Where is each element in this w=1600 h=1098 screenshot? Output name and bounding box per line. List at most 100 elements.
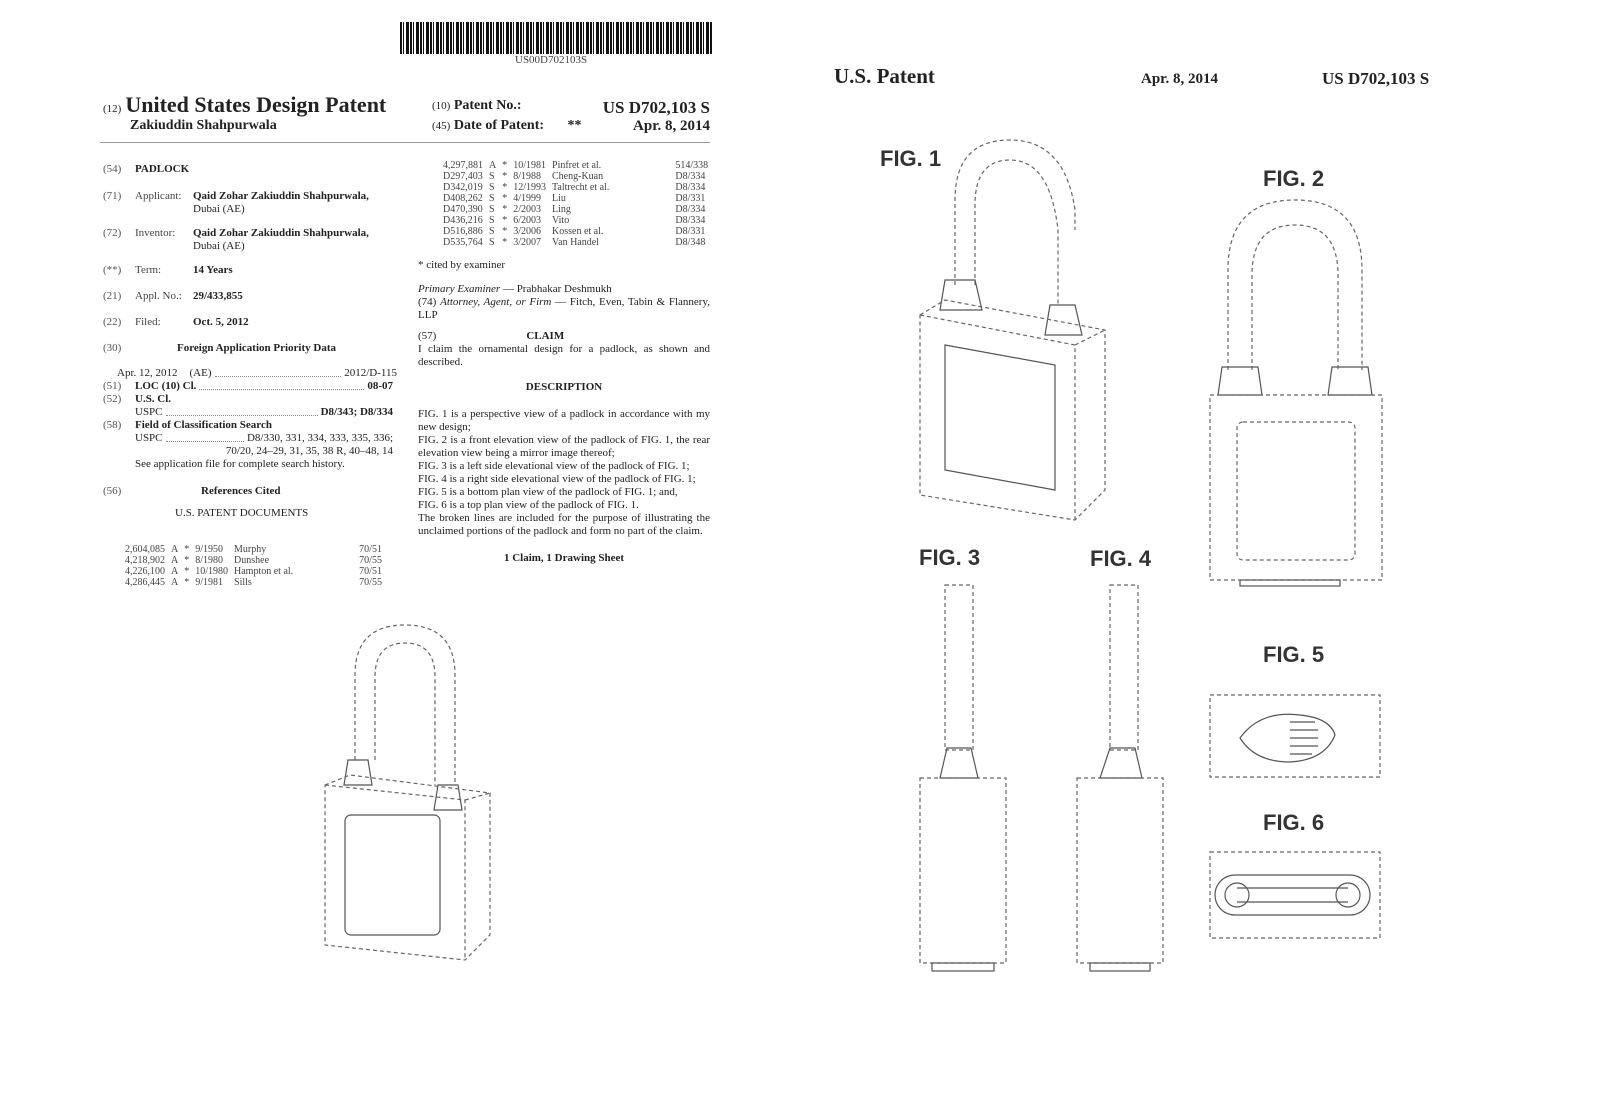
claims-sheet-count: 1 Claim, 1 Drawing Sheet [503, 552, 625, 564]
fig-6-top [1209, 851, 1381, 939]
reference-cell: D8/334 [675, 171, 706, 182]
reference-cell: * [502, 160, 508, 171]
reference-cell: Liu [552, 193, 566, 204]
inid-code: (45) [432, 120, 451, 132]
filed-date: Oct. 5, 2012 [193, 316, 249, 328]
reference-cell: D470,390 [443, 204, 483, 215]
reference-cell: 2,604,085 [125, 544, 165, 555]
reference-cell: 70/51 [359, 566, 382, 577]
barcode [400, 22, 712, 54]
date-label: Date of Patent: [453, 118, 545, 133]
search-classes-cont: 70/20, 24–29, 31, 35, 38 R, 40–48, 14 [225, 445, 393, 457]
reference-cell: D408,262 [443, 193, 483, 204]
us-patent-documents-heading: U.S. PATENT DOCUMENTS [175, 507, 309, 519]
sheet-header-date: Apr. 8, 2014 [1141, 71, 1218, 87]
barcode-text: US00D702103S [515, 54, 588, 66]
field-label: Term: [135, 264, 162, 276]
description-list: FIG. 1 is a perspective view of a padloc… [418, 408, 710, 538]
reference-cell: D297,403 [443, 171, 483, 182]
fig-1-label: FIG. 1 [880, 146, 942, 171]
description-heading: DESCRIPTION [525, 381, 603, 393]
reference-cell: D8/334 [675, 204, 706, 215]
date-stars: ** [567, 118, 582, 133]
reference-cell: * [502, 237, 508, 248]
reference-cell: D535,764 [443, 237, 483, 248]
reference-cell: 6/2003 [513, 215, 542, 226]
loc-label: LOC (10) Cl. [135, 380, 197, 392]
reference-cell: 10/1981 [513, 160, 547, 171]
reference-cell: Murphy [234, 544, 267, 555]
attorney: Fitch, Even, Tabin & Flannery, LLP [418, 296, 711, 321]
reference-cell: 8/1980 [195, 555, 224, 566]
patent-title-block: (12) United States Design Patent Zakiudd… [103, 92, 386, 134]
reference-cell: D8/334 [675, 215, 706, 226]
reference-cell: * [184, 555, 190, 566]
fig-5-label: FIG. 5 [1263, 642, 1325, 667]
inid-code: (71) [103, 190, 122, 202]
priority-date: Apr. 12, 2012 [117, 367, 178, 379]
reference-cell: D8/334 [675, 182, 706, 193]
reference-cell: 4/1999 [513, 193, 542, 204]
search-classes: D8/330, 331, 334, 333, 335, 336; [246, 432, 393, 444]
reference-cell: Taltrecht et al. [552, 182, 610, 193]
fig-4-label: FIG. 4 [1090, 546, 1152, 571]
reference-cell: D342,019 [443, 182, 483, 193]
search-note: See application file for complete search… [135, 458, 345, 470]
reference-cell: 514/338 [675, 160, 709, 171]
inid-code: (58) [103, 419, 122, 431]
reference-cell: 3/2007 [513, 237, 542, 248]
foreign-priority-heading: Foreign Application Priority Data [177, 342, 336, 354]
fig-3-left-side [919, 584, 1007, 972]
field-label: Inventor: [135, 227, 176, 239]
patent-date: Apr. 8, 2014 [633, 118, 710, 134]
reference-cell: S [489, 226, 495, 237]
reference-cell: A [171, 577, 179, 588]
reference-cell: A [171, 566, 179, 577]
fig-2-label: FIG. 2 [1263, 166, 1325, 191]
us-cl-label: U.S. Cl. [135, 393, 172, 405]
reference-cell: 12/1993 [513, 182, 547, 193]
reference-cell: * [184, 566, 190, 577]
reference-cell: 4,297,881 [443, 160, 483, 171]
reference-cell: 10/1980 [195, 566, 229, 577]
reference-cell: 70/55 [359, 555, 382, 566]
reference-cell: D8/331 [675, 193, 706, 204]
reference-cell: * [502, 182, 508, 193]
description-paragraph: FIG. 3 is a left side elevational view o… [418, 460, 690, 472]
description-paragraph: FIG. 4 is a right side elevational view … [418, 473, 696, 485]
fig-3-label: FIG. 3 [919, 545, 981, 570]
us-cl-value: D8/343; D8/334 [320, 406, 393, 418]
inid-code: (12) [103, 103, 122, 115]
fig-1-perspective [919, 139, 1106, 521]
right-column: * cited by examiner Primary Examiner — P… [418, 259, 711, 564]
reference-cell: 70/55 [359, 577, 382, 588]
inid-code: (22) [103, 316, 122, 328]
priority-country: (AE) [189, 367, 212, 379]
description-paragraph: FIG. 6 is a top plan view of the padlock… [418, 499, 639, 511]
reference-cell: 8/1988 [513, 171, 542, 182]
inid-code: (57) [418, 330, 437, 342]
reference-cell: Pinfret et al. [552, 160, 602, 171]
inid-code: (52) [103, 393, 122, 405]
reference-cell: Van Handel [552, 237, 599, 248]
fig-5-bottom [1209, 694, 1381, 778]
reference-cell: A [171, 555, 179, 566]
sheet-header-title: U.S. Patent [834, 64, 935, 88]
inid-code: (54) [103, 163, 122, 175]
reference-cell: Hampton et al. [234, 566, 294, 577]
reference-cell: 3/2006 [513, 226, 542, 237]
inid-code: (10) [432, 100, 451, 112]
field-label: Filed: [135, 316, 161, 328]
examiner-label: Primary Examiner [418, 283, 501, 295]
term: 14 Years [193, 264, 233, 276]
reference-cell: S [489, 237, 495, 248]
examiner: Prabhakar Deshmukh [516, 283, 612, 295]
loc-value: 08-07 [367, 380, 393, 392]
